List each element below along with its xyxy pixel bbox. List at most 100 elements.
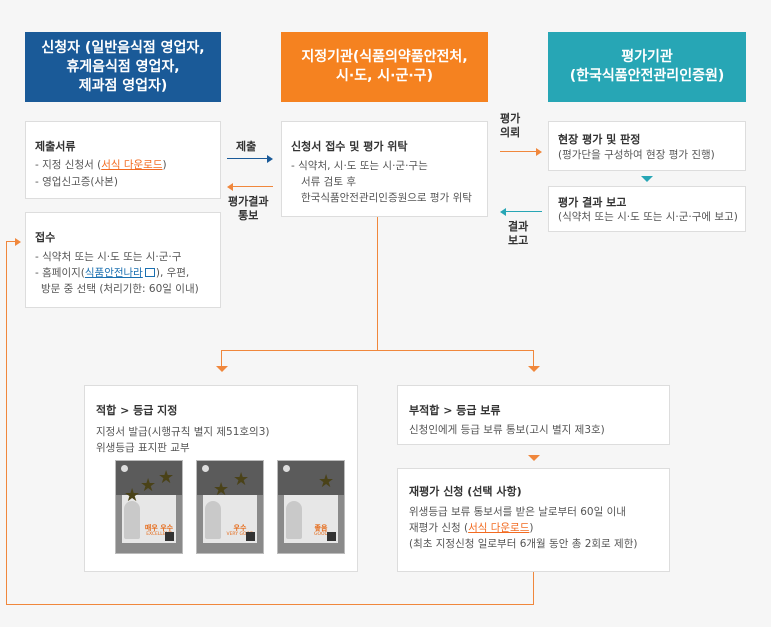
hygiene-grade-plaque-very-good: ★ ★ 우수 VERY GOOD	[196, 460, 264, 554]
submit-documents-line2: - 영업신고증(사본)	[35, 176, 118, 188]
fail-grade-title: 부적합 > 등급 보류	[409, 404, 501, 417]
right-arrow-icon	[267, 155, 273, 163]
result-notice-arrow-line	[233, 186, 273, 187]
pass-grade-line1: 지정서 발급(시행규칙 별지 제51호의3)	[96, 426, 270, 438]
flag-icon	[121, 465, 128, 472]
loop-bottom-line	[6, 604, 534, 605]
receipt-line3: 방문 중 선택 (처리기한: 60일 이내)	[41, 283, 199, 295]
loop-right-drop	[533, 572, 534, 604]
reevaluation-box: 재평가 신청 (선택 사항) 위생등급 보류 통보서를 받은 날로부터 60일 …	[397, 468, 670, 572]
receipt-title: 접수	[35, 231, 56, 244]
cutlery-icon	[286, 501, 302, 539]
result-notice-label: 평가결과 통보	[228, 195, 268, 223]
evaluator-header-line2: (한국식품안전관리인증원)	[569, 68, 725, 84]
qr-code-icon	[327, 532, 336, 541]
reevaluation-line2-suffix: )	[529, 522, 534, 534]
agency-box-title: 신청서 접수 및 평가 위탁	[291, 140, 408, 153]
down-arrow-icon	[528, 366, 540, 372]
branch-horizontal-line	[221, 350, 534, 351]
down-arrow-icon	[216, 366, 228, 372]
reevaluation-line2-prefix: 재평가 신청 (	[409, 522, 469, 534]
reevaluation-title: 재평가 신청 (선택 사항)	[409, 485, 522, 498]
evaluator-header: 평가기관 (한국식품안전관리인증원)	[548, 32, 746, 102]
cutlery-icon	[205, 501, 221, 539]
application-form-download-link[interactable]: 서식 다운로드	[101, 159, 163, 171]
star-icon: ★	[213, 479, 230, 500]
reevaluation-line2: 재평가 신청 (서식 다운로드)	[409, 521, 534, 536]
agency-header-line1: 지정기관(식품의약품안전처,	[301, 49, 468, 65]
star-icon: ★	[124, 485, 141, 506]
cutlery-icon	[124, 501, 140, 539]
submit-line1-prefix: - 지정 신청서 (	[35, 159, 102, 171]
reevaluation-line1: 위생등급 보류 통보서를 받은 날로부터 60일 이내	[409, 506, 626, 518]
submit-arrow-label: 제출	[236, 140, 257, 153]
right-arrow-icon	[536, 148, 542, 156]
receipt-line2: - 홈페이지(식품안전나라 ), 우편,	[35, 266, 189, 281]
food-safety-korea-link[interactable]: 식품안전나라	[84, 267, 143, 279]
result-report-label-line1: 결과	[508, 220, 529, 233]
agency-box: 신청서 접수 및 평가 위탁 - 식약처, 시·도 또는 시·군·구는 서류 검…	[281, 121, 488, 217]
reevaluation-line3: (최초 지정신청 일로부터 6개월 동안 총 2회로 제한)	[409, 538, 638, 550]
plaque-grade-english: GOOD	[313, 532, 329, 537]
flag-icon	[283, 465, 290, 472]
result-report-label-line2: 보고	[508, 234, 529, 247]
plaque-grade-text: 좋음	[314, 524, 328, 532]
submit-line1-suffix: )	[162, 159, 167, 171]
eval-request-label-line2: 의뢰	[500, 126, 521, 139]
hygiene-grade-plaque-excellent: ★ ★ ★ 매우 우수 EXCELLENT	[115, 460, 183, 554]
applicant-header: 신청자 (일반음식점 영업자, 휴게음식점 영업자, 제과점 영업자)	[25, 32, 221, 102]
hygiene-grade-plaque-good: ★ 좋음 GOOD	[277, 460, 345, 554]
result-report-label: 결과 보고	[508, 220, 528, 248]
applicant-header-line2: 휴게음식점 영업자,	[66, 58, 180, 75]
agency-box-line1: - 식약처, 시·도 또는 시·군·구는	[291, 160, 428, 172]
eval-request-label: 평가 의뢰	[500, 112, 520, 140]
fail-grade-box: 부적합 > 등급 보류 신청인에게 등급 보류 통보(고시 별지 제3호)	[397, 385, 670, 445]
right-arrow-icon	[15, 238, 21, 246]
result-report-box: 평가 결과 보고 (식약처 또는 시·도 또는 시·군·구에 보고)	[548, 186, 746, 232]
agency-header-line2: 시·도, 시·군·구)	[336, 68, 433, 84]
result-report-arrow-line	[506, 211, 542, 212]
submit-documents-box: 제출서류 - 지정 신청서 (서식 다운로드) - 영업신고증(사본)	[25, 121, 221, 199]
eval-request-arrow-line	[500, 151, 536, 152]
plaque-grade-text: 매우 우수	[144, 524, 174, 532]
loop-left-rise	[6, 241, 7, 605]
fail-grade-line1: 신청인에게 등급 보류 통보(고시 별지 제3호)	[409, 424, 605, 436]
eval-request-label-line1: 평가	[500, 112, 521, 125]
plaque-grade-english: VERY GOOD	[226, 532, 254, 537]
pass-grade-title: 적합 > 등급 지정	[96, 404, 178, 417]
submit-documents-line1: - 지정 신청서 (서식 다운로드)	[35, 158, 167, 173]
plaque-grade-english: EXCELLENT	[146, 532, 172, 537]
submit-documents-title: 제출서류	[35, 140, 76, 153]
result-report-line1: (식약처 또는 시·도 또는 시·군·구에 보고)	[558, 211, 738, 223]
down-arrow-icon	[641, 176, 653, 182]
submit-arrow-line	[227, 158, 267, 159]
left-arrow-icon	[500, 208, 506, 216]
result-notice-label-line2: 통보	[238, 209, 259, 222]
agency-box-line2: 서류 검토 후	[301, 176, 356, 188]
star-icon: ★	[158, 467, 175, 488]
flag-icon	[202, 465, 209, 472]
applicant-header-line1: 신청자 (일반음식점 영업자,	[41, 39, 205, 56]
receipt-line2-suffix: ), 우편,	[155, 267, 190, 279]
result-report-title: 평가 결과 보고	[558, 196, 627, 209]
applicant-header-line3: 제과점 영업자)	[78, 77, 168, 94]
evaluator-header-line1: 평가기관	[621, 49, 673, 65]
qr-code-icon	[246, 532, 255, 541]
external-link-icon	[144, 267, 155, 277]
star-icon: ★	[233, 469, 250, 490]
qr-code-icon	[165, 532, 174, 541]
receipt-box: 접수 - 식약처 또는 시·도 또는 시·군·구 - 홈페이지(식품안전나라),…	[25, 212, 221, 308]
left-arrow-icon	[227, 183, 233, 191]
reevaluation-form-download-link[interactable]: 서식 다운로드	[468, 522, 530, 534]
receipt-line2-prefix: - 홈페이지(	[35, 267, 85, 279]
onsite-evaluation-line1: (평가단을 구성하여 현장 평가 진행)	[558, 149, 715, 161]
plaque-grade-text: 우수	[233, 524, 247, 532]
agency-box-line3: 한국식품안전관리인증원으로 평가 위탁	[301, 192, 472, 204]
agency-header: 지정기관(식품의약품안전처, 시·도, 시·군·구)	[281, 32, 488, 102]
star-icon: ★	[318, 471, 335, 492]
down-arrow-icon	[528, 455, 540, 461]
receipt-line1: - 식약처 또는 시·도 또는 시·군·구	[35, 251, 182, 263]
onsite-evaluation-title: 현장 평가 및 판정	[558, 133, 641, 146]
loop-top-line	[6, 241, 16, 242]
star-icon: ★	[140, 475, 157, 496]
